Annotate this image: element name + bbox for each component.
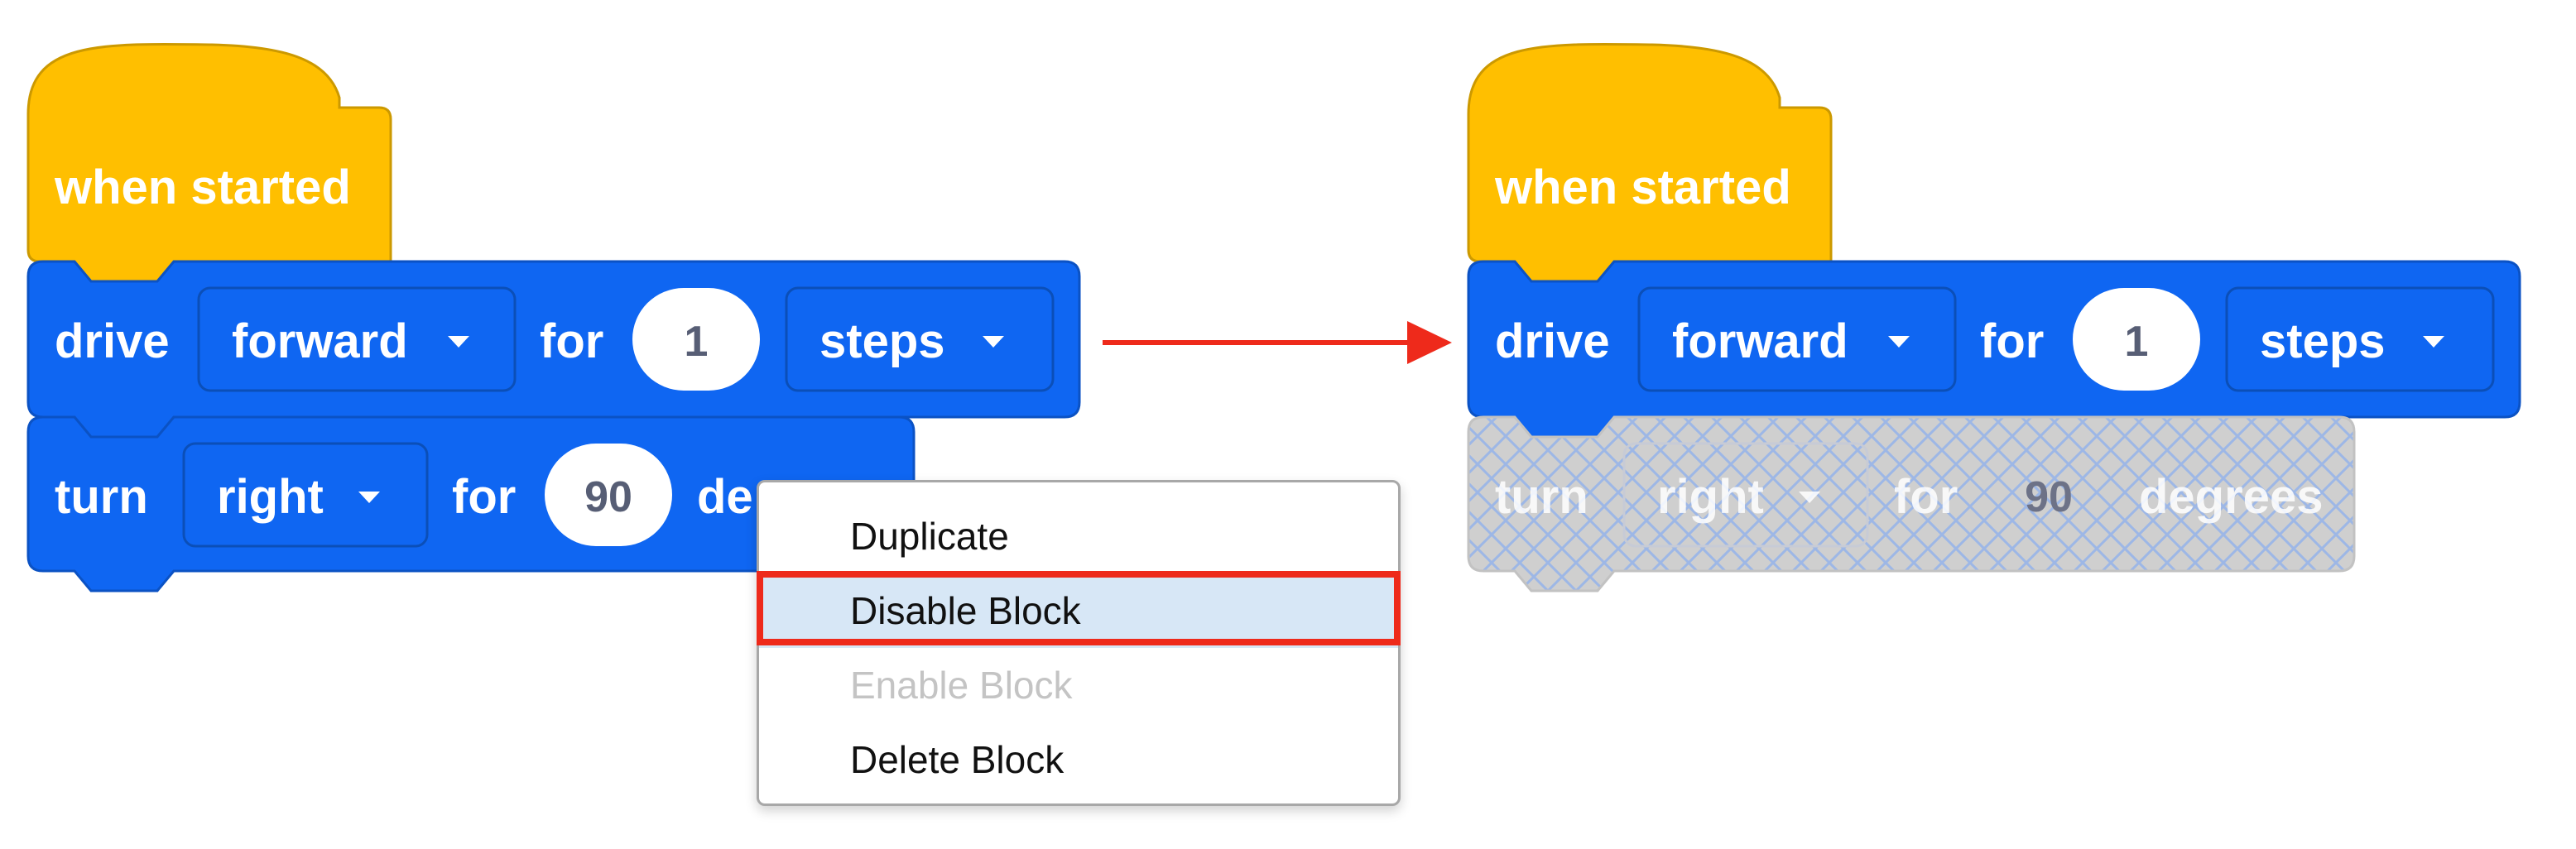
turn-amount-value: 90 (2025, 473, 2073, 521)
drive-block-label: drive (55, 314, 170, 368)
drive-amount-input[interactable]: 1 (2073, 288, 2200, 391)
drive-direction-value: forward (232, 314, 408, 368)
drive-amount-input[interactable]: 1 (632, 288, 760, 391)
menu-item-duplicate[interactable]: Duplicate (850, 515, 1009, 558)
drive-block[interactable]: drive forward for 1 steps (1467, 260, 2521, 439)
turn-amount-input[interactable]: 90 (545, 444, 672, 546)
drive-direction-dropdown[interactable]: forward (1637, 286, 1957, 392)
turn-direction-value: right (1657, 470, 1764, 524)
block-context-menu: Duplicate Disable Block Enable Block Del… (757, 480, 1401, 806)
menu-item-disable-block[interactable]: Disable Block (759, 573, 1398, 648)
drive-direction-value: forward (1672, 314, 1848, 368)
turn-direction-dropdown[interactable]: right (182, 442, 429, 548)
drive-block-label: drive (1495, 314, 1610, 368)
drive-for-label: for (1980, 314, 2044, 368)
turn-direction-value: right (217, 470, 324, 524)
drive-amount-value: 1 (2125, 318, 2149, 366)
turn-block-disabled[interactable]: turn right for 90 degrees (1467, 415, 2356, 592)
drive-unit-dropdown[interactable]: steps (785, 286, 1055, 392)
drive-for-label: for (540, 314, 603, 368)
drive-unit-dropdown[interactable]: steps (2225, 286, 2495, 392)
menu-item-enable-block: Enable Block (850, 664, 1073, 707)
menu-item-delete-block[interactable]: Delete Block (850, 738, 1065, 781)
drive-block[interactable]: drive forward for 1 steps (26, 260, 1081, 439)
turn-for-label: for (1894, 470, 1958, 524)
before-stack: when started drive forward for 1 steps (26, 42, 1081, 592)
hat-block-label: when started (1494, 161, 1791, 214)
turn-direction-dropdown: right (1622, 442, 1869, 548)
turn-block-label: turn (1495, 470, 1588, 524)
turn-unit-value: degrees (2139, 470, 2323, 524)
drive-unit-value: steps (819, 314, 945, 368)
turn-for-label: for (452, 470, 516, 524)
drive-direction-dropdown[interactable]: forward (197, 286, 517, 392)
turn-block[interactable]: turn right for 90 de (26, 415, 916, 592)
arrow-right-icon (1103, 321, 1452, 364)
hat-block-label: when started (54, 161, 351, 214)
drive-amount-value: 1 (685, 318, 709, 366)
when-started-hat-block[interactable]: when started (26, 42, 392, 283)
turn-amount-value: 90 (584, 473, 632, 521)
when-started-hat-block[interactable]: when started (1467, 42, 1833, 283)
drive-unit-value: steps (2260, 314, 2386, 368)
turn-unit-text: de (697, 470, 753, 524)
after-stack: when started drive forward for 1 steps (1467, 42, 2521, 592)
turn-block-label: turn (55, 470, 148, 524)
